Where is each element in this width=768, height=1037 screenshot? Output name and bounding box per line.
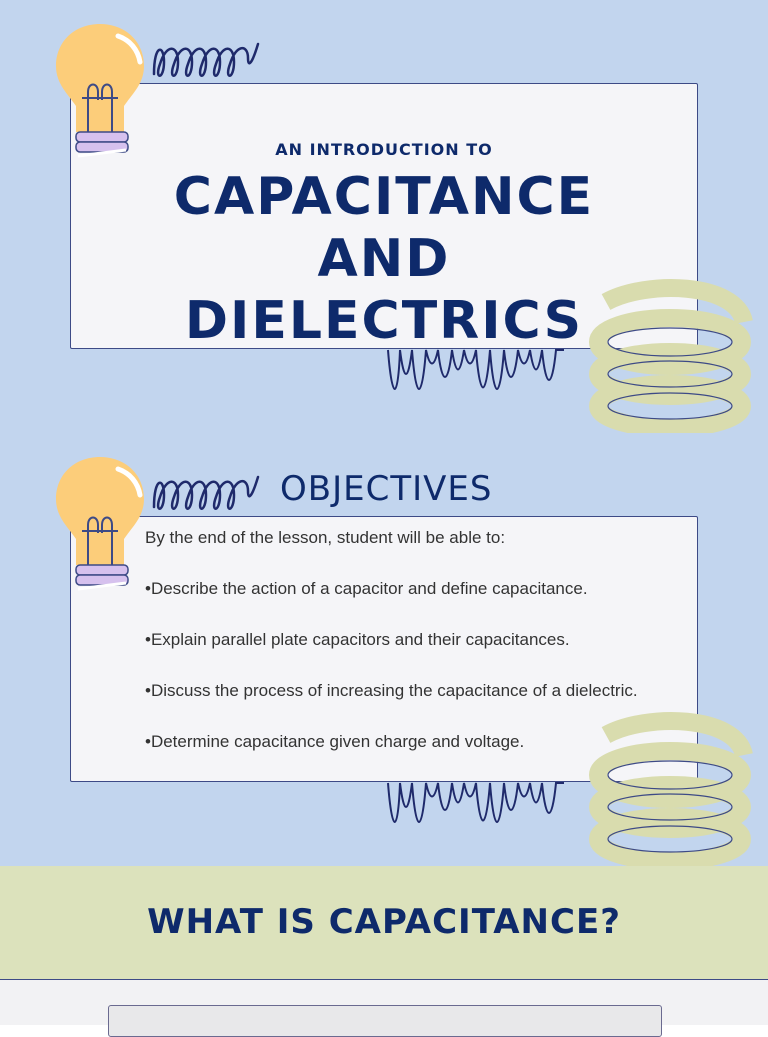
lightbulb-icon [56, 24, 144, 158]
objective-item: •Discuss the process of increasing the c… [145, 681, 638, 700]
lightbulb-icon [56, 457, 144, 591]
oscillation-wave-icon [387, 782, 564, 823]
spring-coil-icon [589, 279, 753, 433]
title-line: CAPACITANCE [173, 167, 595, 227]
objective-item: •Explain parallel plate capacitors and t… [145, 630, 570, 649]
section-banner: WHAT IS CAPACITANCE? [0, 866, 768, 979]
coil-wave-icon [152, 475, 260, 510]
coil-wave-icon [152, 42, 260, 77]
section-heading: WHAT IS CAPACITANCE? [147, 902, 621, 942]
spring-coil-icon [589, 712, 753, 866]
objectives-slide: OBJECTIVES By the end of the lesson, stu… [0, 433, 768, 866]
objective-item: •Determine capacitance given charge and … [145, 732, 525, 751]
title-slide: AN INTRODUCTION TO CAPACITANCE AND DIELE… [0, 0, 768, 433]
slide-subtitle: AN INTRODUCTION TO [275, 140, 493, 159]
content-box [108, 1005, 662, 1037]
objective-item: •Describe the action of a capacitor and … [145, 579, 588, 598]
slide-title: CAPACITANCE AND DIELECTRICS [0, 166, 768, 352]
title-card [70, 83, 698, 349]
title-line: AND [317, 229, 451, 289]
objectives-list: By the end of the lesson, student will b… [145, 525, 665, 780]
objectives-card [70, 516, 698, 782]
next-slide-area [0, 979, 768, 1037]
objectives-heading: OBJECTIVES [280, 469, 493, 509]
title-line: DIELECTRICS [184, 291, 584, 351]
oscillation-wave-icon [387, 349, 564, 390]
objectives-intro: By the end of the lesson, student will b… [145, 528, 506, 547]
